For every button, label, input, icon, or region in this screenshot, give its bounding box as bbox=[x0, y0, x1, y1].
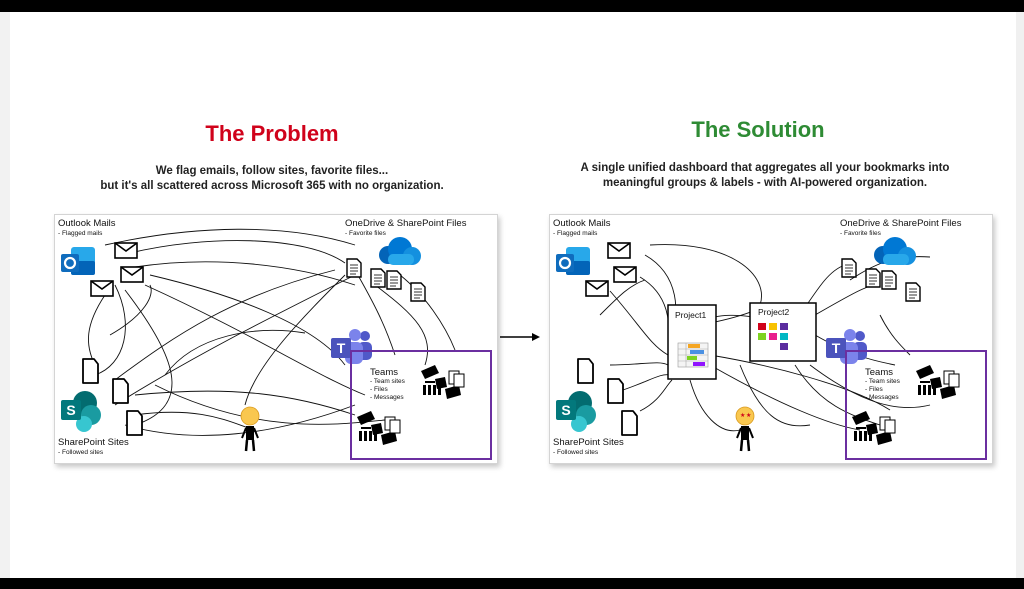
problem-subtitle-line1: We flag emails, follow sites, favorite f… bbox=[155, 165, 389, 177]
envelope-icon bbox=[607, 242, 631, 259]
envelope-icon bbox=[613, 266, 637, 283]
document-icon bbox=[577, 358, 594, 384]
left-margin bbox=[0, 12, 10, 578]
solution-title: The Solution bbox=[691, 117, 825, 142]
solution-subtitle: A single unified dashboard that aggregat… bbox=[530, 161, 1000, 191]
problem-title: The Problem bbox=[205, 121, 339, 146]
solution-subtitle-line1: A single unified dashboard that aggregat… bbox=[580, 162, 950, 174]
teams-group-box bbox=[350, 350, 492, 460]
sharepoint-label: SharePoint Sites bbox=[58, 437, 129, 448]
files-cluster-icon bbox=[420, 364, 465, 400]
right-arrow-icon bbox=[500, 333, 540, 341]
right-margin bbox=[1016, 12, 1024, 578]
envelope-icon bbox=[120, 266, 144, 283]
onedrive-label: OneDrive & SharePoint Files bbox=[345, 218, 467, 229]
envelope-icon bbox=[114, 242, 138, 259]
document-icon bbox=[607, 378, 624, 404]
files-cluster-icon bbox=[915, 364, 960, 400]
eye-roll-person-icon bbox=[239, 405, 261, 453]
teams-item: - Messages bbox=[370, 394, 404, 401]
star-eye-icon: ★ bbox=[746, 412, 751, 419]
problem-subtitle-line2: but it's all scattered across Microsoft … bbox=[100, 180, 444, 192]
document-icon bbox=[841, 258, 857, 278]
document-icon bbox=[621, 410, 638, 436]
sharepoint-icon bbox=[556, 391, 596, 432]
onedrive-sublabel: - Favorite files bbox=[345, 230, 386, 237]
top-black-bar bbox=[0, 0, 1024, 12]
document-icon bbox=[905, 282, 921, 302]
outlook-sublabel: - Flagged mails bbox=[553, 230, 598, 237]
sharepoint-sublabel: - Followed sites bbox=[553, 449, 599, 456]
teams-item: - Messages bbox=[865, 394, 899, 401]
teams-item: - Files bbox=[370, 386, 388, 393]
sharepoint-label: SharePoint Sites bbox=[553, 437, 624, 448]
document-icon bbox=[126, 410, 143, 436]
problem-diagram-canvas bbox=[59, 228, 492, 460]
document-icon bbox=[881, 270, 897, 290]
teams-item: - Files bbox=[865, 386, 883, 393]
bottom-black-bar bbox=[0, 578, 1024, 589]
outlook-label: Outlook Mails bbox=[553, 218, 611, 229]
project2-label: Project2 bbox=[758, 307, 790, 317]
teams-item: - Team sites bbox=[370, 378, 405, 385]
sharepoint-sublabel: - Followed sites bbox=[58, 449, 104, 456]
document-icon bbox=[370, 268, 386, 288]
document-icon bbox=[386, 270, 402, 290]
document-icon bbox=[112, 378, 129, 404]
document-icon bbox=[82, 358, 99, 384]
onedrive-label: OneDrive & SharePoint Files bbox=[840, 218, 962, 229]
outlook-label: Outlook Mails bbox=[58, 218, 116, 229]
files-cluster-icon bbox=[851, 410, 896, 446]
files-cluster-icon bbox=[356, 410, 401, 446]
teams-label: Teams bbox=[865, 367, 893, 378]
teams-group-box bbox=[845, 350, 987, 460]
project1-label: Project1 bbox=[675, 310, 707, 320]
document-icon bbox=[865, 268, 881, 288]
teams-label: Teams bbox=[370, 367, 398, 378]
solution-diagram-canvas: ★ ★ bbox=[554, 237, 987, 460]
envelope-icon bbox=[90, 280, 114, 297]
outlook-sublabel: - Flagged mails bbox=[58, 230, 103, 237]
document-icon bbox=[346, 258, 362, 278]
teams-item: - Team sites bbox=[865, 378, 900, 385]
envelope-icon bbox=[585, 280, 609, 297]
outlook-icon bbox=[59, 245, 97, 277]
solution-diagram: ★ ★ Outlook Mails - Flagged mails OneDri… bbox=[549, 214, 993, 464]
project1-list-icon bbox=[677, 342, 709, 368]
problem-subtitle: We flag emails, follow sites, favorite f… bbox=[40, 164, 504, 194]
solution-subtitle-line2: meaningful groups & labels - with AI-pow… bbox=[602, 177, 928, 189]
star-eye-icon: ★ bbox=[740, 412, 745, 419]
project2-box bbox=[749, 302, 817, 362]
problem-diagram: Outlook Mails - Flagged mails OneDrive &… bbox=[54, 214, 498, 464]
outlook-icon bbox=[554, 245, 592, 277]
onedrive-sublabel: - Favorite files bbox=[840, 230, 881, 237]
onedrive-cloud-icon bbox=[874, 237, 916, 265]
onedrive-cloud-icon bbox=[379, 237, 421, 265]
project2-board-icon bbox=[758, 323, 788, 350]
document-icon bbox=[410, 282, 426, 302]
sharepoint-icon bbox=[61, 391, 101, 432]
